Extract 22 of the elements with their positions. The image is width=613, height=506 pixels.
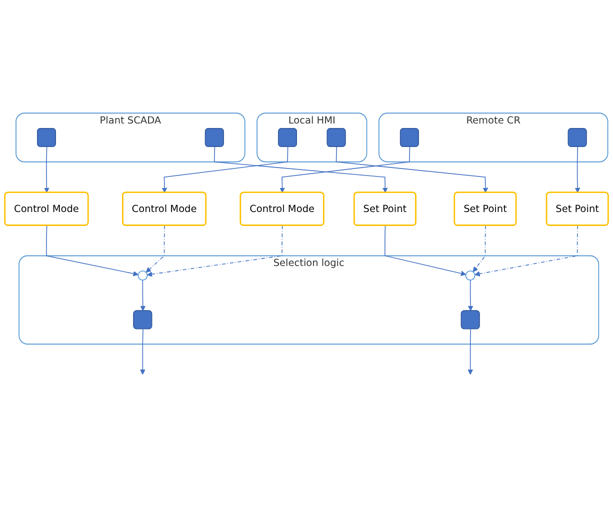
arrow [214,146,388,193]
arrow [574,146,580,193]
arrow [472,225,486,272]
arrow [336,146,488,193]
node-circle [465,270,476,281]
cluster: Plant SCADA [16,112,246,162]
arrow [146,225,283,277]
arrow [468,328,473,375]
cluster: Local HMI [256,112,368,162]
arrow [44,146,50,193]
cluster: Remote CR [378,112,608,162]
node-circle [138,270,148,281]
arrow [280,146,410,193]
cluster: Selection logic [18,255,600,345]
arrow [384,225,466,276]
arrow [140,280,146,312]
arrow [162,146,288,193]
arrow [46,225,138,276]
arrow [468,280,474,312]
arrow [146,225,165,273]
arrow [140,328,146,375]
arrow [474,225,578,276]
